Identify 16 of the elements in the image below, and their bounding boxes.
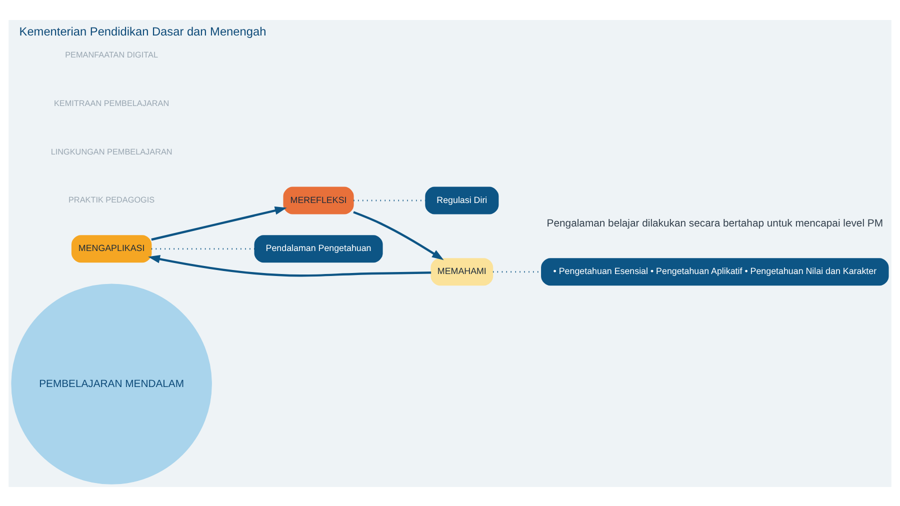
label: PRAKTIK PEDAGOGIS <box>68 195 155 204</box>
arrow <box>151 206 287 240</box>
label: Pengalaman belajar dilakukan secara bertahap untuk mencapai level PM <box>546 218 883 229</box>
arrow <box>353 210 444 260</box>
label: LINGKUNGAN PEMBELAJARAN <box>50 146 172 156</box>
node-box: Pendalaman Pengetahuan <box>254 234 383 262</box>
node-box: MENGAPLIKASI <box>71 234 152 262</box>
node-circle: PEMBELAJARAN MENDALAM <box>11 283 212 484</box>
label: PEMANFAATAN DIGITAL <box>65 50 158 60</box>
label: KEMITRAAN PEMBELAJARAN <box>54 98 170 108</box>
node-box: MEREFLEKSI <box>283 186 354 214</box>
arrow <box>148 254 432 276</box>
node-box: MEMAHAMI <box>430 258 494 286</box>
node-box: • Pengetahuan Esensial • Pengetahuan Aplikatif • Pengetahuan Nilai dan Karakter <box>541 258 889 286</box>
node-box: Regulasi Diri <box>425 186 499 214</box>
diagram-title: Kementerian Pendidikan Dasar dan Menengah <box>19 24 266 38</box>
